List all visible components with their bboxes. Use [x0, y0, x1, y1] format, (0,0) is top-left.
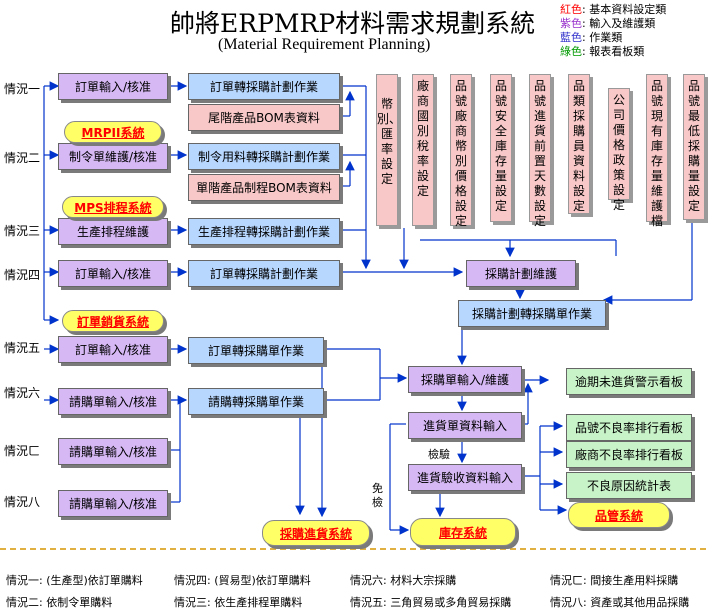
- footer-note-1: 情況一: (生產型)依訂單購料: [6, 574, 143, 587]
- mrp2-system[interactable]: MRPII系統: [64, 121, 162, 143]
- order-entry-box-5[interactable]: 訂單輸入/核准: [58, 336, 168, 363]
- footer-note-7: 情況ㄈ: 間接生產用料採購: [550, 574, 679, 587]
- situation-label-5: 情況五: [4, 341, 41, 355]
- setting-lead-time[interactable]: 品號進貨前置天數設定: [529, 74, 551, 228]
- workorder-to-plan-op[interactable]: 制令用料轉採購計劃作業: [188, 143, 340, 170]
- footer-note-8: 情況八: 資產或其他用品採購: [550, 596, 690, 609]
- inventory-system[interactable]: 庫存系統: [410, 518, 516, 546]
- footer-note-6: 情況六: 材料大宗採購: [350, 574, 457, 587]
- order-to-plan-op-1[interactable]: 訂單轉採購計劃作業: [188, 73, 340, 100]
- setting-buyer-category[interactable]: 品類採購員資料設定: [568, 74, 590, 214]
- color-legend: 紅色: 基本資料設定類 紫色: 輸入及維護類 藍色: 作業類 綠色: 報表看板類: [560, 3, 666, 59]
- legend-item-purple: 紫色: 輸入及維護類: [560, 17, 656, 30]
- setting-min-purchase-qty[interactable]: 品號最低採購量設定: [683, 74, 705, 220]
- inspect-label: 檢驗: [428, 448, 450, 461]
- situation-label-1: 情況一: [4, 82, 41, 96]
- order-sales-system[interactable]: 訂單銷貨系統: [62, 310, 164, 332]
- page-subtitle: (Material Requirement Planning): [218, 36, 431, 53]
- plan-to-po-op[interactable]: 採購計劃轉採購單作業: [458, 300, 606, 327]
- setting-currency-rate[interactable]: 幣別、匯率設定: [376, 74, 401, 226]
- schedule-to-plan-op[interactable]: 生產排程轉採購計劃作業: [188, 218, 340, 245]
- situation-label-7: 情況ㄈ: [4, 444, 41, 458]
- single-level-bom-box[interactable]: 單階產品制程BOM表資料: [188, 174, 340, 201]
- item-defect-rank-board[interactable]: 品號不良率排行看板: [566, 414, 692, 441]
- setting-item-vendor-price[interactable]: 品號廠商幣別價格設定: [450, 74, 472, 228]
- inspection-entry-box[interactable]: 進貨驗收資料輸入: [408, 464, 522, 491]
- purchase-receiving-system[interactable]: 採購進貨系統: [262, 520, 370, 546]
- situation-label-4: 情況四: [4, 268, 41, 282]
- req-entry-box-7[interactable]: 請購單輸入/核准: [58, 438, 168, 465]
- order-entry-box-1[interactable]: 訂單輸入/核准: [58, 73, 168, 100]
- defect-cause-report[interactable]: 不良原因統計表: [566, 472, 692, 499]
- vendor-defect-rank-board[interactable]: 廠商不良率排行看板: [566, 441, 692, 468]
- po-entry-box[interactable]: 採購單輸入/維護: [408, 366, 522, 393]
- page-title: 帥將ERPMRP材料需求規劃系統: [170, 9, 536, 38]
- situation-label-2: 情況二: [4, 151, 41, 165]
- req-entry-box-8[interactable]: 請購單輸入/核准: [58, 490, 168, 517]
- legend-item-red: 紅色: 基本資料設定類: [560, 3, 667, 16]
- quality-system[interactable]: 品管系統: [568, 502, 670, 528]
- receipt-entry-box[interactable]: 進貨單資料輸入: [408, 412, 522, 439]
- setting-price-policy[interactable]: 公司價格政策設定: [608, 88, 630, 212]
- footer-note-3: 情況三: 依生產排程單購料: [174, 596, 303, 609]
- no-inspect-label: 免檢: [372, 482, 383, 509]
- situation-label-8: 情況八: [4, 495, 41, 509]
- legend-item-green: 綠色: 報表看板類: [560, 45, 645, 58]
- footer-note-2: 情況二: 依制令單購料: [6, 596, 113, 609]
- overdue-receipt-board[interactable]: 逾期未進貨警示看板: [566, 368, 692, 395]
- mps-system[interactable]: MPS排程系統: [62, 196, 164, 218]
- work-order-box[interactable]: 制令單維護/核准: [58, 143, 168, 170]
- legend-item-blue: 藍色: 作業類: [560, 31, 623, 44]
- last-level-bom-box[interactable]: 尾階產品BOM表資料: [188, 104, 340, 131]
- order-to-po-op[interactable]: 訂單轉採購單作業: [188, 337, 324, 364]
- order-to-plan-op-4[interactable]: 訂單轉採購計劃作業: [188, 260, 340, 287]
- req-to-po-op[interactable]: 請購轉採購單作業: [188, 388, 324, 415]
- order-entry-box-4[interactable]: 訂單輸入/核准: [58, 260, 168, 287]
- setting-stock-on-hand[interactable]: 品號現有庫存量維護檔: [646, 74, 668, 228]
- situation-label-6: 情況六: [4, 386, 41, 400]
- footer-note-5: 情況五: 三角貿易或多角貿易採購: [350, 596, 512, 609]
- production-plan-box[interactable]: 生產排程維護: [58, 218, 168, 245]
- setting-safety-stock[interactable]: 品號安全庫存量設定: [490, 74, 512, 222]
- setting-vendor-tax[interactable]: 廠商國別稅率設定: [412, 74, 434, 226]
- footer-note-4: 情況四: (貿易型)依訂單購料: [174, 574, 311, 587]
- plan-maintain-box[interactable]: 採購計劃維護: [466, 260, 576, 287]
- situation-label-3: 情況三: [4, 224, 41, 238]
- req-entry-box-6[interactable]: 請購單輸入/核准: [58, 388, 168, 415]
